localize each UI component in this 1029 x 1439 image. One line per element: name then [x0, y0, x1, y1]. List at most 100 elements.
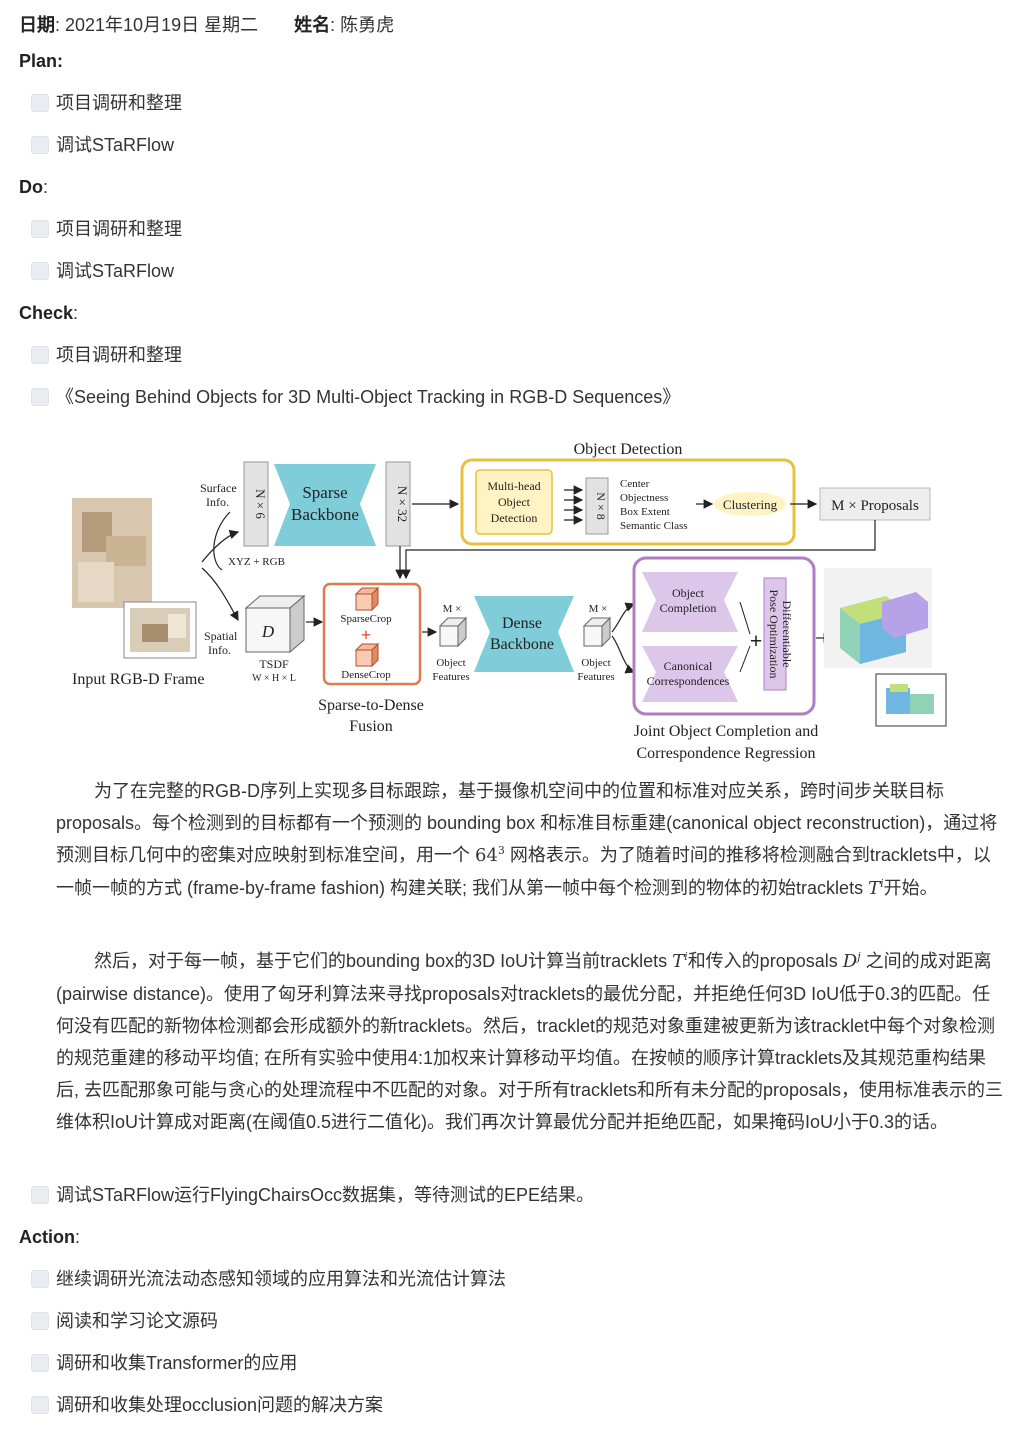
do-heading: Do:	[19, 177, 49, 197]
svg-text:Differentiable: Differentiable	[780, 600, 794, 667]
object-features-cube-1	[438, 616, 468, 648]
svg-text:Clustering: Clustering	[723, 497, 778, 512]
do-task-1[interactable]: 项目调研和整理	[31, 216, 182, 242]
math-T: T	[672, 951, 685, 972]
check-heading: Check:	[19, 303, 79, 323]
checkbox[interactable]	[31, 220, 49, 238]
name-value: : 陈勇虎	[330, 15, 395, 35]
svg-text:W × H × L: W × H × L	[252, 673, 296, 684]
svg-text:Multi-head: Multi-head	[487, 479, 540, 493]
object-completion-block	[642, 572, 738, 632]
svg-text:Object: Object	[436, 657, 465, 669]
svg-text:Object: Object	[672, 586, 705, 600]
svg-text:Features: Features	[577, 671, 614, 683]
checkbox[interactable]	[31, 262, 49, 280]
checkbox[interactable]	[31, 1270, 49, 1288]
action-task-3[interactable]: 调研和收集Transformer的应用	[31, 1350, 297, 1376]
clustering-node	[714, 492, 786, 516]
checkbox[interactable]	[31, 346, 49, 364]
action-heading: Action:	[19, 1227, 81, 1247]
checkbox[interactable]	[31, 388, 49, 406]
input-label: Input RGB-D Frame	[72, 671, 204, 688]
multi-head-detection	[475, 469, 553, 535]
architecture-figure: Input RGB-D Frame Surface Info. XYZ + RG…	[72, 441, 947, 762]
checkbox[interactable]	[31, 94, 49, 112]
date-label: 日期	[19, 15, 55, 35]
math-64: 64	[475, 845, 498, 866]
pose-optimization-block	[763, 577, 787, 691]
output-thumbnail-image	[875, 673, 947, 727]
canonical-correspondences-block	[642, 646, 738, 702]
svg-text:Backbone: Backbone	[490, 636, 554, 653]
check-task-3[interactable]: 调试STaRFlow运行FlyingChairsOcc数据集，等待测试的EPE结…	[31, 1182, 594, 1208]
svg-text:Info.: Info.	[208, 643, 231, 657]
svg-text:+: +	[361, 625, 371, 645]
checkbox[interactable]	[31, 1396, 49, 1414]
dense-backbone	[474, 596, 574, 672]
svg-text:Fusion: Fusion	[349, 718, 393, 735]
input-rgb-image	[123, 601, 197, 659]
svg-text:Correspondences: Correspondences	[647, 674, 730, 688]
svg-text:D: D	[261, 622, 275, 641]
check-task-1[interactable]: 项目调研和整理	[31, 342, 182, 368]
svg-text:Object: Object	[498, 495, 531, 509]
do-task-2[interactable]: 调试STaRFlow	[31, 258, 174, 284]
action-task-4[interactable]: 调研和收集处理occlusion问题的解决方案	[31, 1392, 383, 1418]
svg-text:DenseCrop: DenseCrop	[341, 669, 391, 681]
output-reconstruction-image	[824, 568, 932, 668]
svg-text:Spatial: Spatial	[204, 629, 238, 643]
svg-text:Correspondence Regression: Correspondence Regression	[636, 745, 815, 762]
svg-text:Completion: Completion	[660, 601, 717, 615]
paragraph-2: 然后，对于每一帧，基于它们的bounding box的3D IoU计算当前tra…	[56, 950, 1004, 1132]
header-line: 日期: 2021年10月19日 星期二 姓名: 陈勇虎	[19, 12, 394, 38]
sparse-to-dense-fusion-box	[322, 582, 422, 686]
svg-text:Info.: Info.	[206, 495, 229, 509]
checkbox[interactable]	[31, 1186, 49, 1204]
plan-heading: Plan:	[19, 51, 64, 71]
svg-text:TSDF: TSDF	[259, 657, 289, 671]
dense-crop-cube	[354, 642, 380, 668]
n32-block	[385, 461, 411, 547]
svg-text:Pose Optimization: Pose Optimization	[767, 590, 781, 679]
svg-text:+: +	[750, 628, 763, 653]
svg-text:Object: Object	[581, 657, 610, 669]
checkbox[interactable]	[31, 136, 49, 154]
svg-text:M × Proposals: M × Proposals	[831, 498, 919, 514]
checkbox[interactable]	[31, 1354, 49, 1372]
svg-text:Surface: Surface	[200, 481, 237, 495]
check-task-2[interactable]: 《Seeing Behind Objects for 3D Multi-Obje…	[31, 384, 680, 410]
input-pointcloud-image	[72, 498, 152, 608]
svg-text:N × 6: N × 6	[253, 489, 268, 519]
date-value: : 2021年10月19日 星期二	[55, 15, 259, 35]
paragraph-1: 为了在完整的RGB-D序列上实现多目标跟踪，基于摄像机空间中的位置和标准对应关系…	[56, 781, 998, 899]
svg-text:Sparse-to-Dense: Sparse-to-Dense	[318, 697, 424, 714]
svg-text:Sparse: Sparse	[302, 483, 347, 502]
svg-text:Center: Center	[620, 478, 650, 490]
svg-text:M ×: M ×	[589, 603, 608, 615]
svg-text:N × 32: N × 32	[395, 486, 410, 522]
object-features-cube-2	[582, 616, 612, 648]
action-task-2[interactable]: 阅读和学习论文源码	[31, 1308, 218, 1334]
math-D: D	[842, 951, 858, 972]
plan-task-1[interactable]: 项目调研和整理	[31, 90, 182, 116]
name-label: 姓名	[294, 15, 331, 35]
svg-text:XYZ + RGB: XYZ + RGB	[228, 556, 285, 568]
action-task-1[interactable]: 继续调研光流法动态感知领域的应用算法和光流估计算法	[31, 1266, 506, 1292]
sparse-backbone	[274, 464, 376, 546]
sparse-crop-cube	[354, 586, 380, 612]
svg-text:N × 8: N × 8	[594, 492, 608, 519]
proposals-block	[819, 487, 931, 521]
object-detection-title: Object Detection	[574, 441, 683, 458]
svg-text:Detection: Detection	[491, 511, 538, 525]
n6-block	[243, 461, 269, 547]
svg-text:M ×: M ×	[443, 603, 462, 615]
tsdf-cube	[244, 594, 306, 654]
checkbox[interactable]	[31, 1312, 49, 1330]
svg-text:Canonical: Canonical	[664, 659, 713, 673]
plan-task-2[interactable]: 调试STaRFlow	[31, 132, 174, 158]
svg-text:Joint Object Completion and: Joint Object Completion and	[634, 723, 818, 740]
svg-text:Features: Features	[432, 671, 469, 683]
svg-text:Dense: Dense	[502, 615, 542, 632]
svg-text:Objectness: Objectness	[620, 492, 668, 504]
svg-text:Semantic Class: Semantic Class	[620, 520, 688, 532]
